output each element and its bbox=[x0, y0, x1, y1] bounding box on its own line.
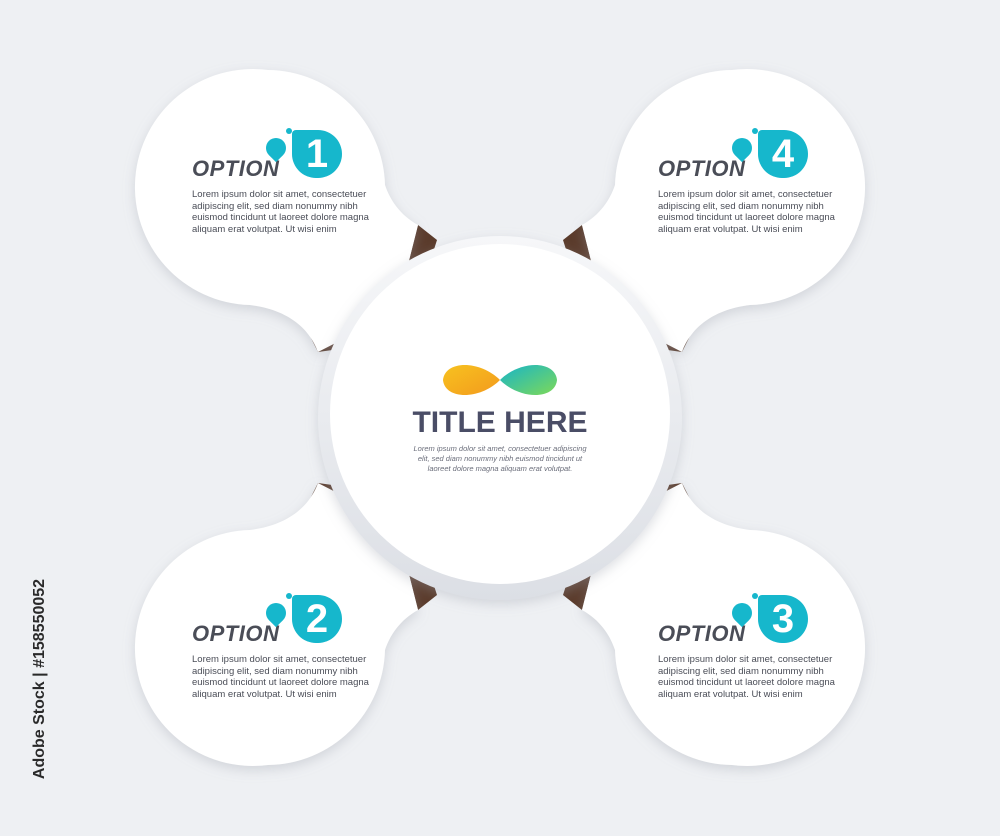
option-4-small-dot bbox=[752, 128, 758, 134]
option-3-small-dot bbox=[752, 593, 758, 599]
option-4-number: 4 bbox=[771, 131, 795, 176]
option-4-text: Lorem ipsum dolor sit amet, consectetuer… bbox=[658, 189, 835, 235]
option-2-title: OPTION bbox=[192, 621, 280, 646]
option-3-title: OPTION bbox=[658, 621, 746, 646]
option-2-number-badge: 2 bbox=[292, 595, 342, 643]
option-2-number: 2 bbox=[305, 596, 329, 641]
option-1-text: Lorem ipsum dolor sit amet, consectetuer… bbox=[192, 189, 369, 235]
option-3-number: 3 bbox=[771, 596, 795, 641]
option-1-number: 1 bbox=[305, 131, 329, 176]
center-title: TITLE HERE bbox=[412, 406, 588, 439]
option-1-small-dot bbox=[286, 128, 292, 134]
option-1-title: OPTION bbox=[192, 156, 280, 181]
option-1-number-badge: 1 bbox=[292, 130, 342, 178]
option-4-title: OPTION bbox=[658, 156, 746, 181]
center-description: Lorem ipsum dolor sit amet, consectetuer… bbox=[413, 444, 587, 473]
option-2-text: Lorem ipsum dolor sit amet, consectetuer… bbox=[192, 654, 369, 700]
option-4-number-badge: 4 bbox=[758, 130, 808, 178]
option-2-small-dot bbox=[286, 593, 292, 599]
bubble-option-1 bbox=[134, 69, 418, 352]
infinity-icon bbox=[443, 365, 557, 395]
option-3-text: Lorem ipsum dolor sit amet, consectetuer… bbox=[658, 654, 835, 700]
bubble-option-3 bbox=[582, 483, 866, 766]
option-3-number-badge: 3 bbox=[758, 595, 808, 643]
stock-id-label: Adobe Stock | #158550052 bbox=[31, 578, 48, 780]
center-circle bbox=[318, 236, 682, 600]
option-bubbles bbox=[134, 69, 866, 766]
